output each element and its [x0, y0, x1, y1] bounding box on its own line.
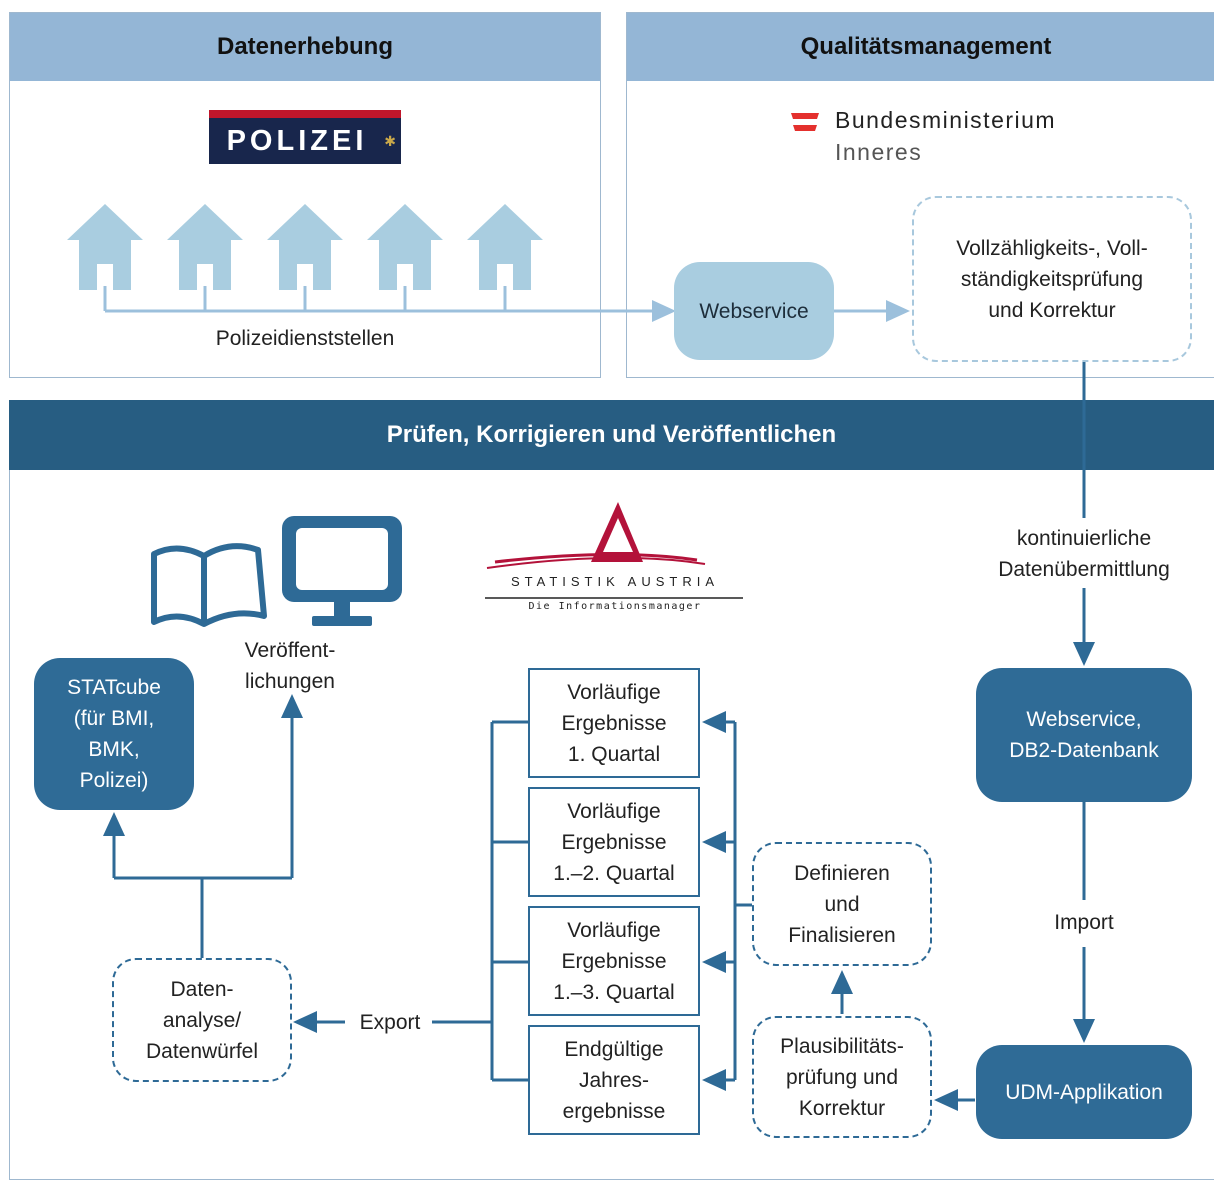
book-icon: [151, 543, 267, 627]
continuous-transfer-label: kontinuierliche Datenübermittlung: [964, 523, 1204, 585]
result-q2-box: Vorläufige Ergebnisse 1.–2. Quartal: [528, 787, 700, 897]
webservice-top-box: Webservice: [674, 262, 834, 360]
station-connector-lines: [103, 286, 888, 313]
arrow-to-completeness: [886, 300, 910, 322]
qualitaetsmanagement-title: Qualitätsmanagement: [627, 13, 1214, 81]
austria-flag-icon: [791, 113, 819, 131]
house-icon: [267, 204, 343, 290]
house-icon: [467, 204, 543, 290]
plausibility-box: Plausibilitäts- prüfung und Korrektur: [752, 1016, 932, 1138]
arrow-to-data-analysis: [293, 1011, 317, 1033]
house-icon: [167, 204, 243, 290]
arrow-to-statcube: [103, 812, 125, 836]
completeness-check-box: Vollzähligkeits-, Voll- ständigkeitsprüf…: [912, 196, 1192, 362]
arrow-to-result-q2: [702, 831, 726, 853]
data-analysis-box: Daten- analyse/ Datenwürfel: [112, 958, 292, 1082]
arrow-to-webservice: [652, 300, 676, 322]
arrow-to-publications: [281, 694, 303, 718]
webservice-db2-box: Webservice, DB2-Datenbank: [976, 668, 1192, 802]
arrow-to-define: [831, 970, 853, 994]
datenerhebung-panel: Datenerhebung: [9, 12, 601, 378]
import-label: Import: [1054, 911, 1114, 934]
arrow-to-result-q3: [702, 951, 726, 973]
polizei-logo-text: POLIZEI: [226, 124, 368, 157]
police-stations-label: Polizeidienststellen: [215, 327, 395, 350]
statcube-box: STATcube (für BMI, BMK, Polizei): [34, 658, 194, 810]
polizei-logo-stripe: [209, 110, 401, 118]
monitor-icon: [282, 516, 402, 626]
result-q3-box: Vorläufige Ergebnisse 1.–3. Quartal: [528, 906, 700, 1016]
export-label: Export: [359, 1011, 421, 1034]
arrow-to-udm: [1073, 1019, 1095, 1043]
statistik-austria-name: STATISTIK AUSTRIA: [510, 574, 720, 589]
house-icon: [67, 204, 143, 290]
bmi-logo-line2: Inneres: [835, 139, 923, 165]
austria-eagle-icon: ✱: [384, 133, 396, 149]
polizei-logo: POLIZEI ✱: [209, 110, 401, 164]
publications-label: Veröffent- lichungen: [244, 639, 336, 693]
house-icon: [367, 204, 443, 290]
statistik-austria-tagline: Die Informationsmanager: [528, 601, 702, 612]
police-stations-graphic: [67, 204, 910, 322]
arrow-to-result-final: [702, 1069, 726, 1091]
arrow-to-result-q1: [702, 711, 726, 733]
udm-app-box: UDM-Applikation: [976, 1045, 1192, 1139]
result-final-box: Endgültige Jahres- ergebnisse: [528, 1025, 700, 1135]
pruefen-band-title: Prüfen, Korrigieren und Veröffentlichen: [9, 400, 1214, 470]
arrow-to-plausibility: [934, 1089, 958, 1111]
statistik-austria-logo: [485, 502, 743, 599]
arrow-to-db2: [1073, 642, 1095, 666]
define-finalize-box: Definieren und Finalisieren: [752, 842, 932, 966]
house-icons: [67, 204, 543, 290]
datenerhebung-title: Datenerhebung: [10, 13, 600, 81]
result-q1-box: Vorläufige Ergebnisse 1. Quartal: [528, 668, 700, 778]
bmi-logo-line1: Bundesministerium: [835, 107, 1057, 133]
